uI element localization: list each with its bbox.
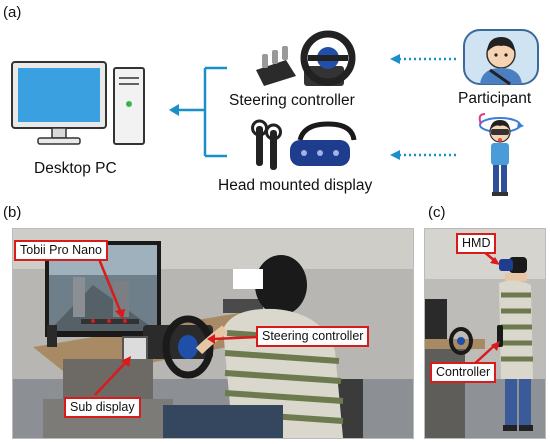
arrow-participant-to-hmd [388, 148, 458, 162]
steering-controller-illustration [252, 30, 357, 92]
panel-label-b: (b) [3, 204, 22, 221]
participant-driving-illustration [462, 28, 540, 86]
steering-controller-label: Steering controller [229, 92, 355, 109]
desktop-pc-label: Desktop PC [34, 160, 117, 177]
callout-hmd: HMD [456, 233, 497, 254]
callout-sub-display: Sub display [64, 397, 141, 418]
hmd-illustration [248, 118, 358, 176]
person-head-rotation-icon [478, 113, 524, 196]
photo-c-hmd-setup [424, 228, 546, 439]
callout-controller: Controller [430, 362, 497, 383]
callout-tobii-pro-nano: Tobii Pro Nano [14, 240, 108, 261]
panel-label-a: (a) [3, 4, 22, 21]
steering-wheel-icon [256, 30, 356, 86]
vr-headset-icon [251, 119, 357, 170]
callout-steering-controller: Steering controller [256, 326, 370, 347]
driver-icon [463, 29, 539, 86]
connector-to-pc [165, 62, 245, 162]
desktop-pc-illustration [10, 58, 150, 158]
arrow-participant-to-steering [388, 52, 458, 66]
participant-label: Participant [458, 90, 532, 107]
desktop-pc-icon [11, 61, 145, 145]
panel-label-c: (c) [428, 204, 446, 221]
hmd-setup-photo [425, 229, 545, 438]
hmd-label: Head mounted display [218, 177, 373, 194]
participant-hmd-illustration [475, 112, 525, 198]
